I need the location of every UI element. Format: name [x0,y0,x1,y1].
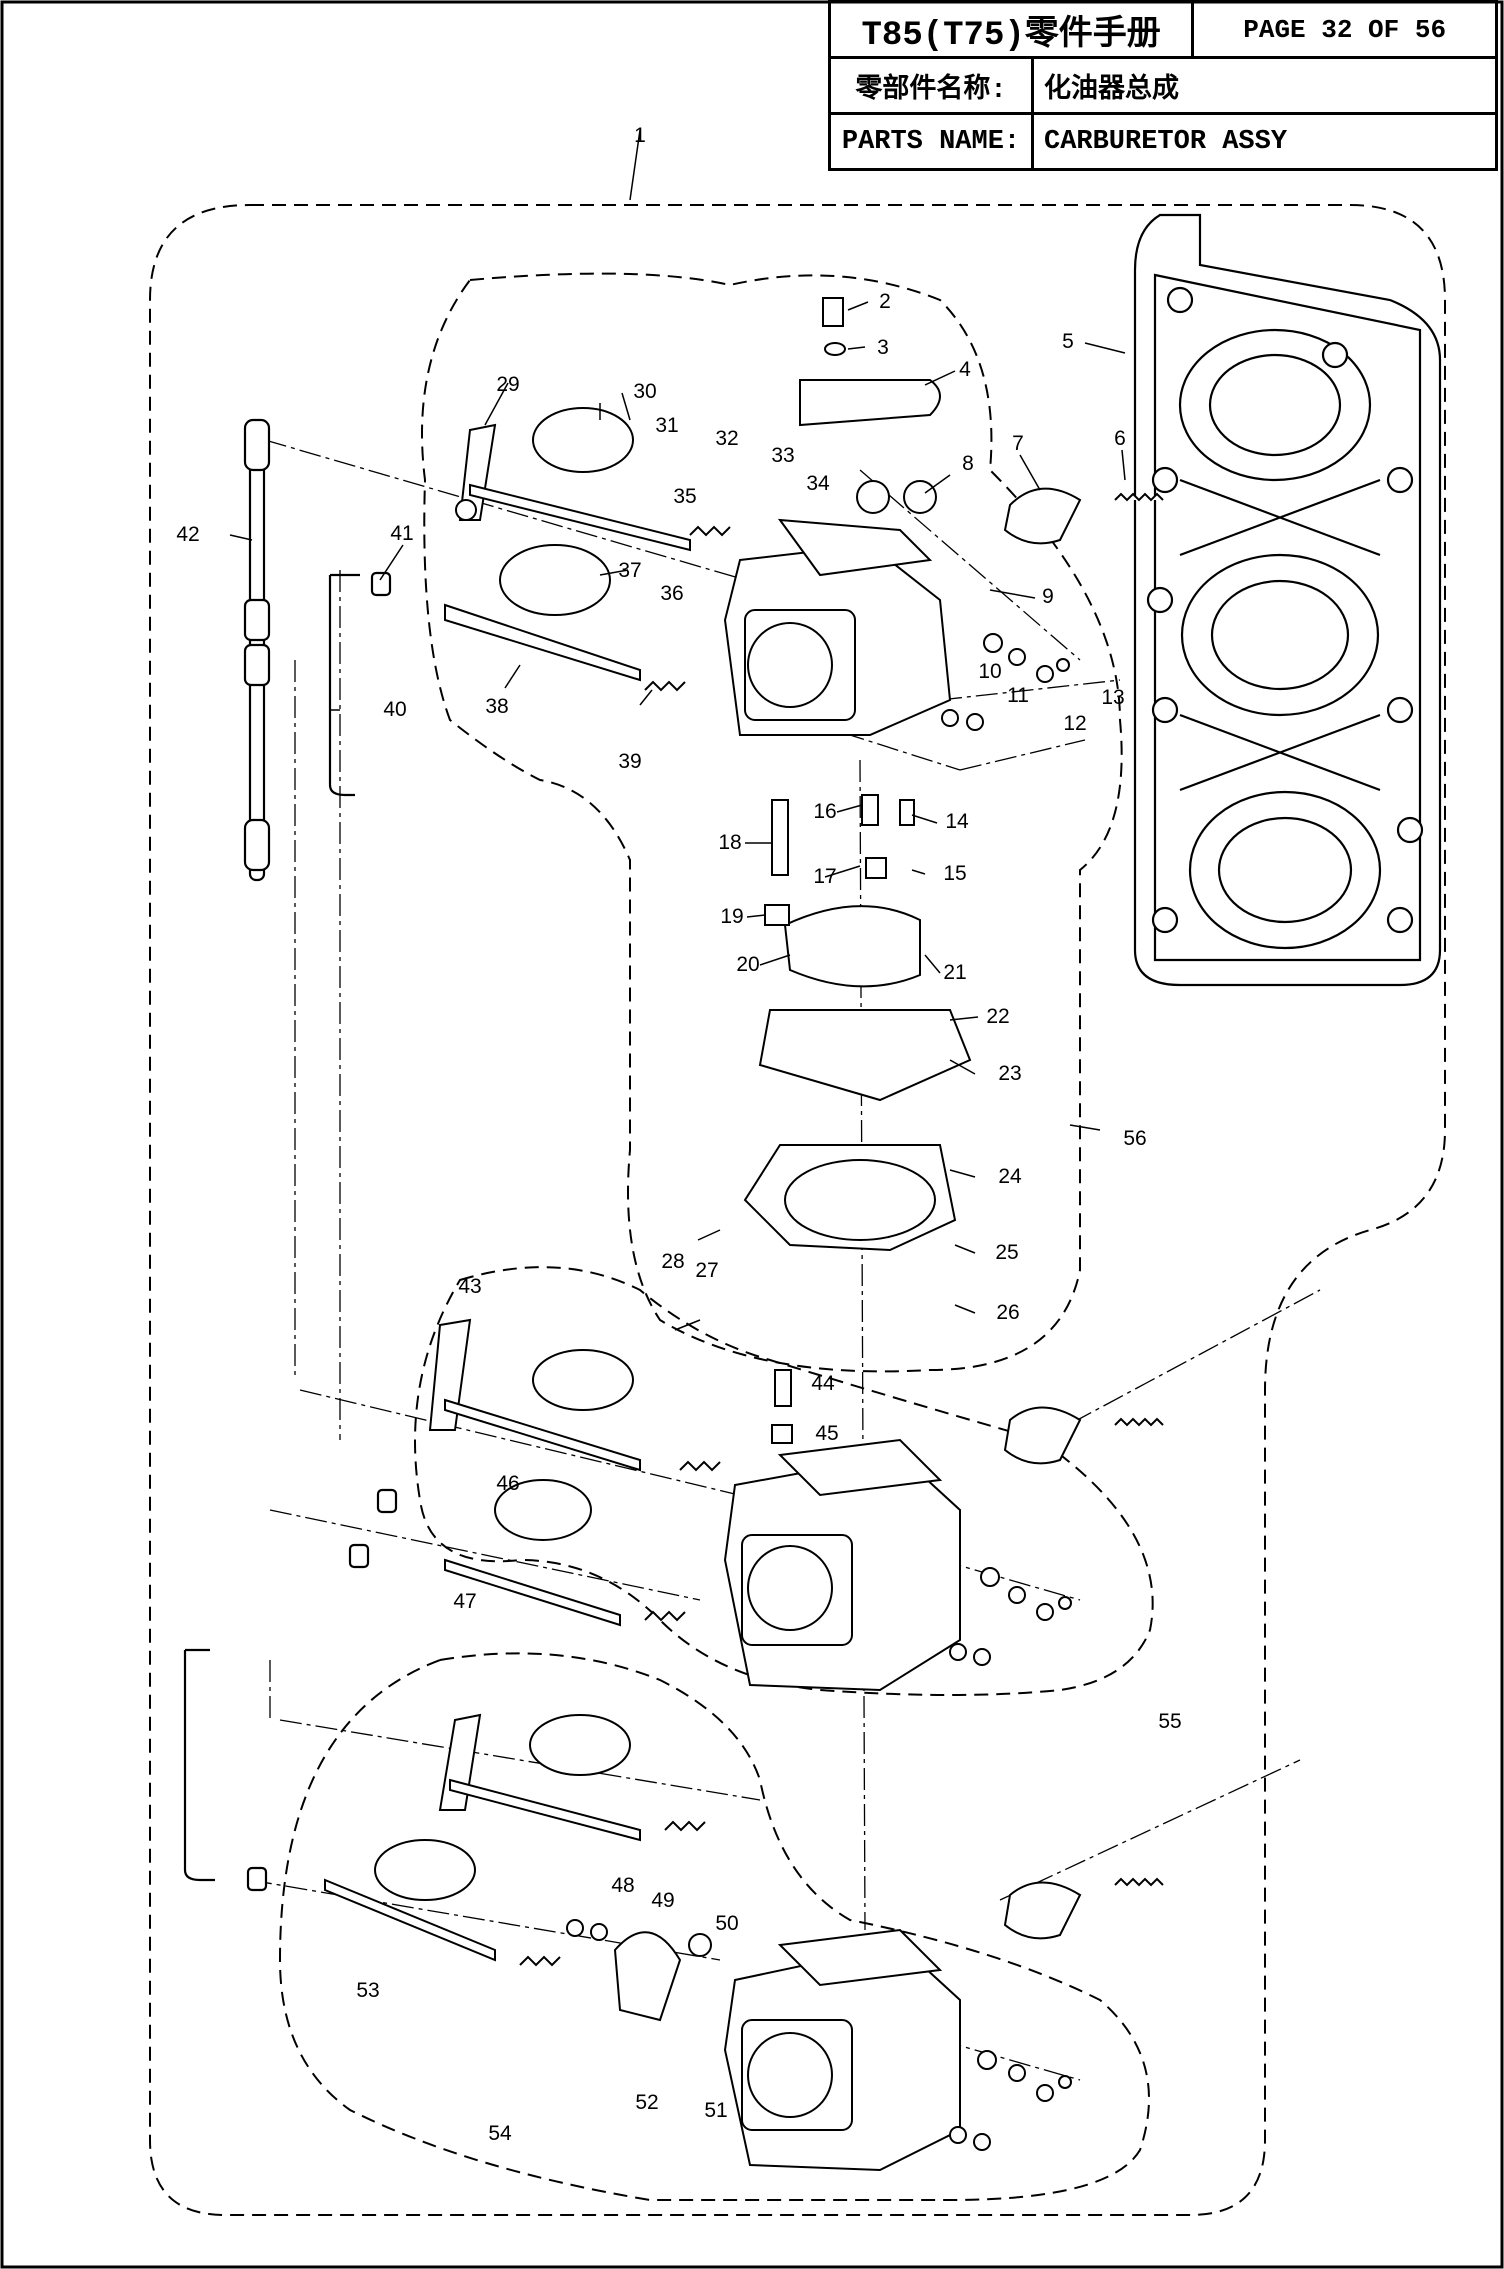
callout-37: 37 [618,559,641,582]
callout-18: 18 [718,831,741,854]
callout-46: 46 [496,1472,519,1495]
callout-12: 12 [1063,712,1086,735]
linkage-rods [183,418,398,1892]
callout-27: 27 [695,1259,718,1282]
callout-25: 25 [995,1241,1018,1264]
callout-28: 28 [661,1250,684,1273]
en-name-label: PARTS NAME: [828,112,1034,171]
group-outline-56 [421,272,1123,1373]
callout-48: 48 [611,1874,634,1897]
intake-manifold [1133,213,1442,987]
callout-33: 33 [771,444,794,467]
callout-4: 4 [959,358,971,381]
callout-19: 19 [720,905,743,928]
callout-29: 29 [496,373,519,396]
cn-name-label: 零部件名称: [828,56,1034,115]
callout-51: 51 [704,2099,727,2122]
gasket-4 [799,379,941,427]
callout-6: 6 [1114,427,1126,450]
callout-36: 36 [660,582,683,605]
callout-16: 16 [813,800,836,823]
callout-31: 31 [655,414,678,437]
callout-1: 1 [634,124,646,147]
callout-43: 43 [458,1275,481,1298]
callout-32: 32 [715,427,738,450]
callout-13: 13 [1101,686,1124,709]
callout-22: 22 [986,1005,1009,1028]
callout-41: 41 [390,522,413,545]
carburetor-upper [444,297,1164,1252]
callout-7: 7 [1012,432,1024,455]
callout-26: 26 [996,1301,1019,1324]
callout-30: 30 [633,380,656,403]
callout-5: 5 [1062,330,1074,353]
callout-35: 35 [673,485,696,508]
callout-50: 50 [715,1912,738,1935]
callout-3: 3 [877,336,889,359]
callout-39: 39 [618,750,641,773]
callout-54: 54 [488,2122,512,2145]
cn-name-value: 化油器总成 [1031,56,1498,115]
callout-20: 20 [736,953,759,976]
manual-title: T85(T75)零件手册 [827,0,1195,59]
callout-49: 49 [651,1889,674,1912]
callout-45: 45 [815,1422,838,1445]
callout-34: 34 [806,472,830,495]
callout-2: 2 [879,290,891,313]
callout-10: 10 [978,660,1001,683]
en-name-value: CARBURETOR ASSY [1031,112,1498,171]
title-block: T85(T75)零件手册 PAGE 32 OF 56 零部件名称: 化油器总成 … [827,0,1498,171]
callout-8: 8 [962,452,974,475]
carburetor-middle [428,1318,1164,1692]
callout-numbers: 1 2 3 4 5 6 7 8 9 10 11 12 13 14 15 16 1… [176,124,1181,2145]
callout-53: 53 [356,1979,379,2002]
group-outline-1 [149,204,1446,2216]
callout-47: 47 [453,1590,476,1613]
callout-24: 24 [998,1165,1022,1188]
callout-52: 52 [635,2091,658,2114]
callout-42: 42 [176,523,199,546]
page-number: PAGE 32 OF 56 [1191,0,1498,59]
callout-23: 23 [998,1062,1021,1085]
callout-leaders [229,129,1126,1331]
callout-9: 9 [1042,585,1054,608]
callout-38: 38 [485,695,508,718]
callout-56: 56 [1123,1127,1146,1150]
callout-55: 55 [1158,1710,1181,1733]
callout-21: 21 [943,961,966,984]
callout-14: 14 [945,810,969,833]
callout-15: 15 [943,862,966,885]
callout-17: 17 [813,865,836,888]
callout-44: 44 [811,1372,835,1395]
callout-11: 11 [1007,684,1029,707]
callout-40: 40 [383,698,406,721]
group-outline-55 [414,1266,1154,1696]
group-outline-54 [278,1652,1150,2201]
carburetor-lower [324,1713,1164,2172]
